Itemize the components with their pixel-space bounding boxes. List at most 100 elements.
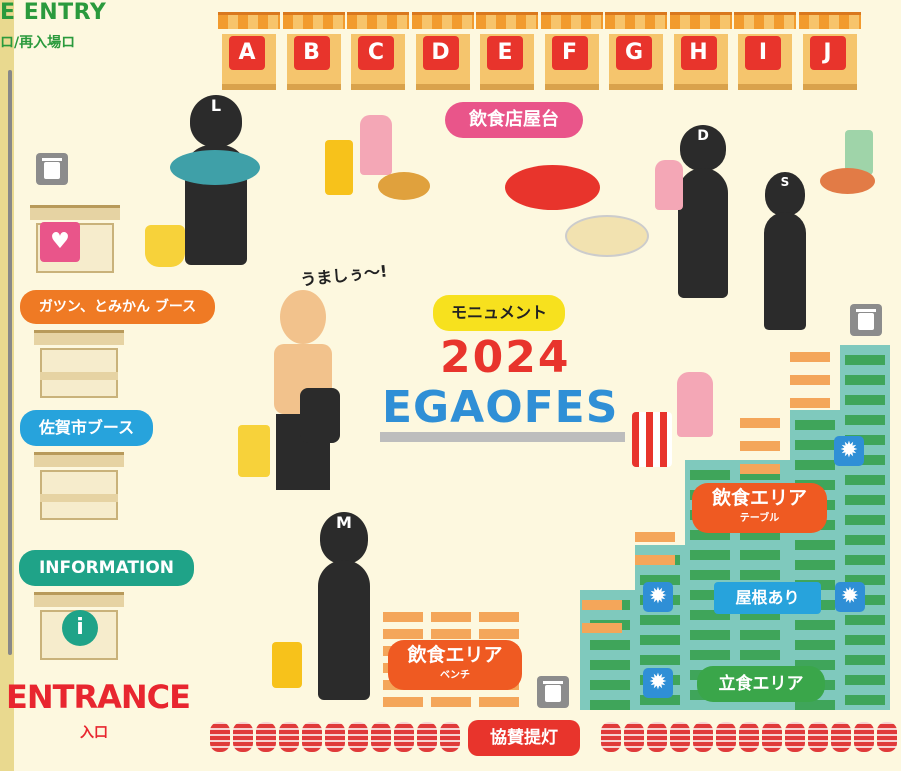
shaved-ice-cup: [655, 160, 683, 210]
fried-chicken-cup: [145, 225, 185, 267]
food-stall-f: F: [540, 12, 603, 90]
table: [690, 630, 730, 640]
fan-icon: ✹: [643, 582, 673, 612]
table: [640, 575, 680, 585]
food-stall-b: B: [282, 12, 345, 90]
bench: [431, 697, 471, 707]
gatsun-tomikan-booth: [34, 330, 124, 400]
table: [690, 470, 730, 480]
baby-stroller-icon: ♥: [40, 222, 80, 262]
stall-letter: J: [809, 36, 846, 70]
beer-cup: [238, 425, 270, 477]
stall-letter: D: [422, 36, 459, 70]
standing-area-label: 立食エリア: [697, 666, 825, 702]
table: [740, 610, 780, 620]
sponsor-lanterns-label: 協賛提灯: [468, 720, 580, 756]
character-s-head: S: [765, 172, 805, 216]
table: [690, 550, 730, 560]
character-l-head: L: [190, 95, 242, 147]
stall-letter: C: [358, 36, 394, 70]
stall-letter: F: [551, 36, 588, 70]
drink-cup: [845, 130, 873, 175]
table: [590, 680, 630, 690]
table: [690, 610, 730, 620]
table: [590, 660, 630, 670]
information-icon: i: [62, 610, 98, 646]
food-stall-i: I: [734, 12, 796, 90]
table: [795, 540, 835, 550]
bench: [479, 612, 519, 622]
entrance-title: ENTRANCE: [6, 678, 191, 716]
lantern: [279, 722, 299, 752]
table: [790, 375, 830, 385]
bench: [431, 629, 471, 639]
table: [845, 395, 885, 405]
table: [740, 530, 780, 540]
table: [640, 615, 680, 625]
table: [845, 695, 885, 705]
table: [740, 630, 780, 640]
lantern: [808, 722, 828, 752]
table: [690, 570, 730, 580]
table: [582, 623, 622, 633]
table: [740, 470, 780, 480]
gatsun-tomikan-booth-label: ガツン、とみかん ブース: [20, 290, 215, 324]
trash-icon: [850, 304, 882, 336]
stall-letter: B: [293, 36, 330, 70]
food-stall-g: G: [605, 12, 667, 90]
eating-area-table-label: 飲食エリア テーブル: [692, 483, 827, 533]
lantern: [210, 722, 230, 752]
table: [795, 460, 835, 470]
pasta-plate: [565, 215, 649, 257]
lantern: [233, 722, 253, 752]
lantern: [739, 722, 759, 752]
trash-icon: [537, 676, 569, 708]
character-m-body: [318, 560, 370, 700]
information-label: INFORMATION: [19, 550, 194, 586]
fes-year: 2024: [440, 332, 571, 383]
drink-cup: [325, 140, 353, 195]
table: [845, 455, 885, 465]
table: [582, 600, 622, 610]
eating-area-bench-label: 飲食エリア ベンチ: [388, 640, 522, 690]
takoyaki-plate: [378, 172, 430, 200]
noodle-bowl: [170, 150, 260, 185]
eating-area-bench-sub: ベンチ: [440, 670, 470, 681]
food-stall-j: J: [798, 12, 861, 90]
table: [795, 560, 835, 570]
lantern: [302, 722, 322, 752]
eating-area-bench-title: 飲食エリア: [407, 644, 503, 666]
table: [795, 420, 835, 430]
table: [590, 640, 630, 650]
lantern: [693, 722, 713, 752]
speech-bubble-text: うましぅ〜!: [299, 261, 389, 290]
bench: [383, 629, 423, 639]
table: [845, 535, 885, 545]
lantern: [417, 722, 437, 752]
table: [845, 435, 885, 445]
lantern: [601, 722, 621, 752]
table: [795, 660, 835, 670]
trash-icon: [36, 153, 68, 185]
table: [635, 555, 675, 565]
table: [640, 655, 680, 665]
table: [690, 590, 730, 600]
table: [740, 464, 780, 474]
drink-cup: [272, 642, 302, 688]
lantern: [877, 722, 897, 752]
table: [795, 620, 835, 630]
lantern: [325, 722, 345, 752]
food-stall-a: A: [218, 12, 280, 90]
fan-icon: ✹: [643, 668, 673, 698]
lantern: [371, 722, 391, 752]
table: [640, 695, 680, 705]
table: [690, 530, 730, 540]
table: [845, 495, 885, 505]
table: [690, 650, 730, 660]
stall-letter: H: [680, 36, 717, 70]
lantern: [624, 722, 644, 752]
table: [740, 441, 780, 451]
fes-name: EGAOFES: [382, 382, 619, 433]
bench: [479, 697, 519, 707]
table: [795, 640, 835, 650]
